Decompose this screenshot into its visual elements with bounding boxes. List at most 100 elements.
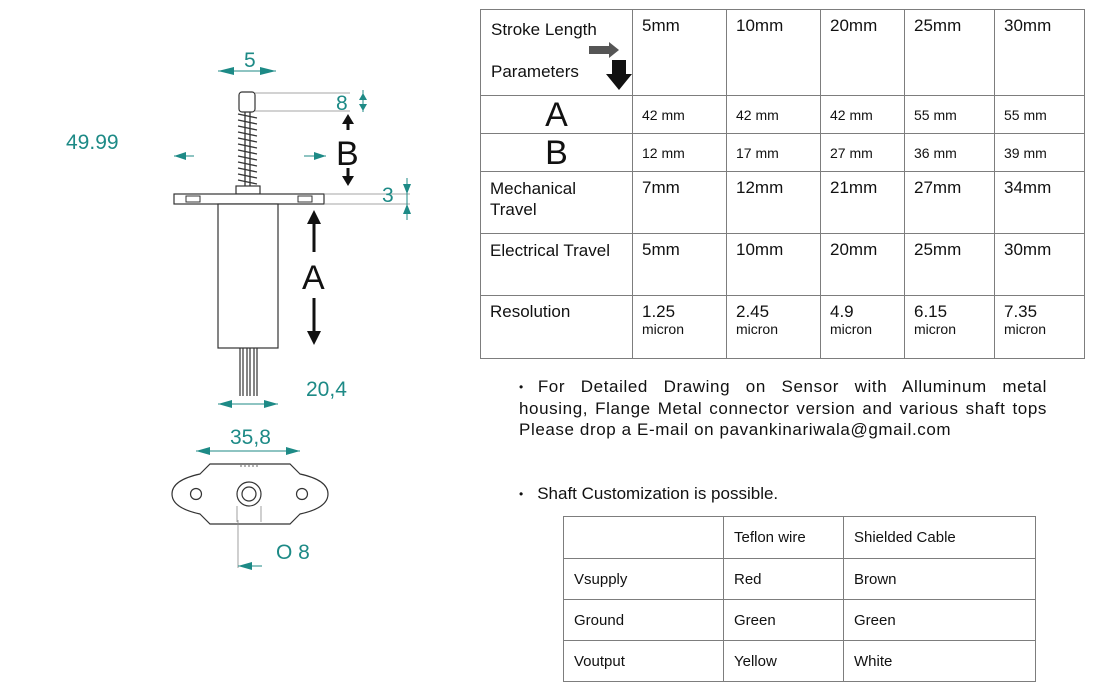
- table-cell: 25mm: [904, 233, 995, 296]
- resolution-value: 2.45: [736, 302, 770, 321]
- row-label-resolution: Resolution: [480, 295, 633, 359]
- table-cell: 36 mm: [904, 133, 995, 172]
- table-cell: 10mm: [726, 233, 821, 296]
- table-cell: 42 mm: [632, 95, 727, 134]
- table-cell: Vsupply: [563, 558, 724, 600]
- dim-b-label: B: [336, 135, 359, 173]
- table-row: B 12 mm 17 mm 27 mm 36 mm 39 mm: [480, 133, 1085, 172]
- dim-shaft-diameter-label: O 8: [276, 541, 310, 564]
- header-teflon-wire: Teflon wire: [723, 516, 844, 559]
- dim-shaft-diameter: O 8: [237, 520, 310, 570]
- dim-body-width: 20,4: [218, 378, 347, 408]
- table-cell: 42 mm: [820, 95, 905, 134]
- table-cell: Green: [843, 599, 1036, 641]
- resolution-value: 6.15: [914, 302, 948, 321]
- dim-flange-thickness: 3: [382, 178, 411, 220]
- header-shielded-cable: Shielded Cable: [843, 516, 1036, 559]
- resolution-value: 7.35: [1004, 302, 1038, 321]
- table-cell: 39 mm: [994, 133, 1085, 172]
- wire-table: Teflon wire Shielded Cable Vsupply Red B…: [563, 516, 1036, 682]
- resolution-unit: micron: [1004, 321, 1047, 337]
- stroke-cell: 30mm: [994, 9, 1085, 96]
- resolution-unit: micron: [642, 321, 685, 337]
- table-cell: 7mm: [632, 171, 727, 234]
- bullet-icon: •: [519, 380, 524, 395]
- table-row: A 42 mm 42 mm 42 mm 55 mm 55 mm: [480, 95, 1085, 134]
- resolution-unit: micron: [830, 321, 873, 337]
- sensor-drawing: 5 8 B 49.99 3: [66, 49, 411, 570]
- spring: [237, 112, 258, 186]
- table-cell: 27mm: [904, 171, 995, 234]
- table-row: Electrical Travel 5mm 10mm 20mm 25mm 30m…: [480, 233, 1085, 296]
- resolution-unit: micron: [914, 321, 957, 337]
- table-cell: 27 mm: [820, 133, 905, 172]
- spec-header-cell: Stroke Length Parameters: [480, 9, 633, 96]
- dim-a-label: A: [302, 259, 325, 297]
- dim-hole-spacing-label: 35,8: [230, 426, 271, 449]
- row-label-mechanical-travel: Mechanical Travel: [480, 171, 633, 234]
- dim-tip-label: 8: [336, 92, 348, 115]
- resolution-value: 1.25: [642, 302, 676, 321]
- note-customization: • Shaft Customization is possible.: [519, 483, 1047, 505]
- stroke-length-label: Stroke Length: [491, 20, 597, 39]
- table-row: Vsupply Red Brown: [563, 558, 1036, 600]
- table-cell: Green: [723, 599, 844, 641]
- arrow-down-icon: [606, 60, 632, 90]
- table-cell: 5mm: [632, 233, 727, 296]
- table-cell: 12mm: [726, 171, 821, 234]
- dim-flange-thickness-label: 3: [382, 184, 394, 207]
- table-cell: 34mm: [994, 171, 1085, 234]
- table-row: Ground Green Green: [563, 599, 1036, 641]
- sensor-body: [217, 203, 279, 349]
- table-cell: 30mm: [994, 233, 1085, 296]
- table-cell: White: [843, 640, 1036, 682]
- table-cell: 42 mm: [726, 95, 821, 134]
- table-cell: 20mm: [820, 233, 905, 296]
- note-text: For Detailed Drawing on Sensor with Allu…: [519, 377, 1047, 440]
- spec-table: Stroke Length Parameters 5mm 10mm 20mm 2…: [480, 9, 1085, 359]
- stroke-cell: 5mm: [632, 9, 727, 96]
- table-cell: 55 mm: [904, 95, 995, 134]
- table-row: Voutput Yellow White: [563, 640, 1036, 682]
- table-cell: [563, 516, 724, 559]
- dim-a: A: [302, 210, 325, 345]
- row-label-a: A: [480, 95, 633, 134]
- arrow-right-icon: [589, 42, 619, 58]
- wire-header-row: Teflon wire Shielded Cable: [563, 516, 1036, 559]
- dim-body-width-label: 20,4: [306, 378, 347, 401]
- stroke-cell: 25mm: [904, 9, 995, 96]
- table-cell: 55 mm: [994, 95, 1085, 134]
- parameters-label: Parameters: [491, 62, 579, 81]
- dim-tip: 8: [336, 90, 367, 115]
- table-row: Mechanical Travel 7mm 12mm 21mm 27mm 34m…: [480, 171, 1085, 234]
- bullet-icon: •: [519, 487, 524, 502]
- stroke-cell: 20mm: [820, 9, 905, 96]
- bottom-view: [171, 463, 329, 525]
- shaft-tip: [238, 91, 256, 113]
- dim-hole-spacing: 35,8: [196, 426, 300, 455]
- connector-pins: [239, 348, 258, 396]
- note-text: Shaft Customization is possible.: [537, 484, 779, 503]
- table-cell: 12 mm: [632, 133, 727, 172]
- resolution-value: 4.9: [830, 302, 854, 321]
- dim-b: B: [336, 114, 359, 186]
- stroke-cell: 10mm: [726, 9, 821, 96]
- table-cell: 21mm: [820, 171, 905, 234]
- dim-flange-width-label: 49.99: [66, 131, 119, 154]
- row-label-b: B: [480, 133, 633, 172]
- spec-header-row: Stroke Length Parameters 5mm 10mm 20mm 2…: [480, 9, 1085, 96]
- table-cell: Ground: [563, 599, 724, 641]
- table-cell: Voutput: [563, 640, 724, 682]
- dim-flange-width: [174, 152, 326, 160]
- table-cell: Red: [723, 558, 844, 600]
- note-detailed-drawing: •For Detailed Drawing on Sensor with All…: [519, 376, 1047, 440]
- table-cell: Brown: [843, 558, 1036, 600]
- table-cell: 17 mm: [726, 133, 821, 172]
- dim-top-width-label: 5: [244, 49, 256, 72]
